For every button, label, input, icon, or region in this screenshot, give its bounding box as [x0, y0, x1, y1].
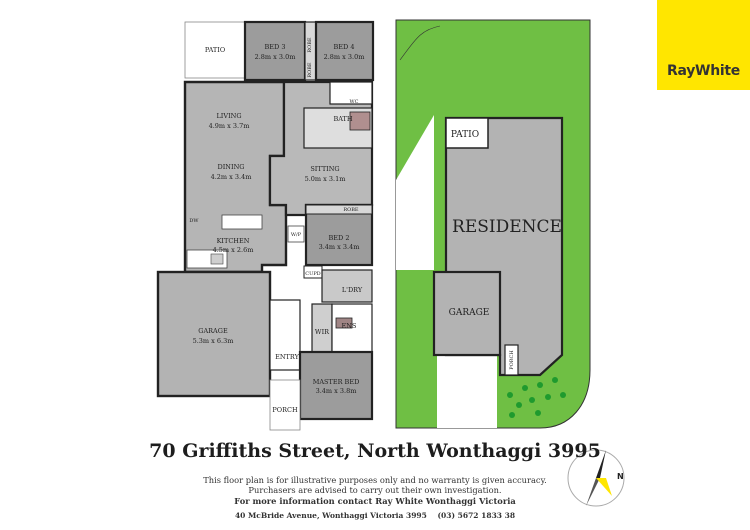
compass-needle-icon	[596, 450, 606, 478]
residence-label: RESIDENCE	[452, 217, 562, 237]
wc-room	[329, 81, 373, 105]
compass: N	[567, 449, 625, 507]
bed3-size: 2.8m x 3.0m	[255, 53, 296, 61]
bed2-label: BED 2	[329, 234, 350, 242]
raywhite-logo: RayWhite	[657, 0, 750, 90]
site-plan: PATIO RESIDENCE GARAGE PORCH	[395, 19, 591, 429]
porch-label: PORCH	[272, 406, 298, 414]
master-bed-room	[298, 350, 374, 421]
dining-label: DINING	[218, 163, 245, 171]
entry-label: ENTRY	[275, 353, 299, 361]
living-size: 4.9m x 3.7m	[209, 122, 250, 130]
patio-area	[184, 21, 246, 79]
cupd-label: CUPD	[305, 271, 320, 277]
kitchen-size: 4.5m x 2.6m	[213, 246, 254, 254]
robe-closet-2	[305, 204, 373, 215]
wir-label: WIR	[315, 328, 330, 336]
robe-label-3: ROBE	[343, 207, 359, 213]
master-bed-size: 3.4m x 3.8m	[316, 387, 357, 395]
site-porch-label: PORCH	[509, 350, 515, 370]
bed4-label: BED 4	[334, 43, 355, 51]
dining-size: 4.2m x 3.4m	[211, 173, 252, 181]
dw-label: DW	[189, 218, 199, 224]
property-address: 70 Griffiths Street, North Wonthaggi 399…	[149, 440, 601, 462]
robe-label-1: ROBE	[307, 37, 313, 53]
site-porch	[504, 344, 519, 376]
sitting-size: 5.0m x 3.1m	[305, 175, 346, 183]
entry-hall	[269, 299, 301, 371]
sitting-label: SITTING	[310, 165, 339, 173]
disclaimer-line-2: Purchasers are advised to carry out thei…	[248, 485, 502, 495]
garage-room	[156, 270, 272, 398]
bed4-room	[314, 20, 375, 82]
kitchen-island	[221, 214, 263, 230]
site-patio	[445, 117, 489, 149]
bed2-size: 3.4m x 3.4m	[319, 243, 360, 251]
bath-label: BATH	[333, 115, 352, 123]
laundry-label: L'DRY	[342, 286, 363, 294]
porch-area	[269, 379, 301, 431]
master-bed-label: MASTER BED	[313, 378, 360, 386]
wc-label: WC	[350, 99, 359, 105]
disclaimer-line-1: This floor plan is for illustrative purp…	[203, 475, 547, 485]
ens-label: ENS	[342, 322, 357, 330]
contact-line: For more information contact Ray White W…	[234, 496, 516, 506]
bed3-room	[243, 20, 307, 82]
office-phone: (03) 5672 1833 38	[437, 511, 516, 520]
raywhite-logo-text: RayWhite	[667, 63, 740, 79]
garage-label: GARAGE	[198, 327, 228, 335]
bed3-label: BED 3	[265, 43, 286, 51]
site-garage	[432, 270, 502, 357]
robe-label-2: ROBE	[307, 62, 313, 78]
site-garage-label: GARAGE	[449, 308, 490, 318]
site-patio-label: PATIO	[451, 130, 479, 140]
compass-label: N	[617, 472, 624, 481]
kitchen-label: KITCHEN	[217, 237, 250, 245]
garage-size: 5.3m x 6.3m	[193, 337, 234, 345]
patio-label: PATIO	[205, 46, 225, 54]
floor-plan: PATIO BED 3 2.8m x 3.0m BED 4 2.8m x 3.0…	[156, 20, 375, 431]
office-line: 40 McBride Avenue, Wonthaggi Victoria 39…	[0, 511, 750, 521]
bed2-room	[304, 203, 374, 267]
bed4-size: 2.8m x 3.0m	[324, 53, 365, 61]
office-address: 40 McBride Avenue, Wonthaggi Victoria 39…	[234, 511, 427, 520]
wip-label: W/P	[291, 232, 302, 238]
laundry-room	[321, 269, 373, 303]
driveway	[437, 355, 497, 428]
living-label: LIVING	[216, 112, 241, 120]
